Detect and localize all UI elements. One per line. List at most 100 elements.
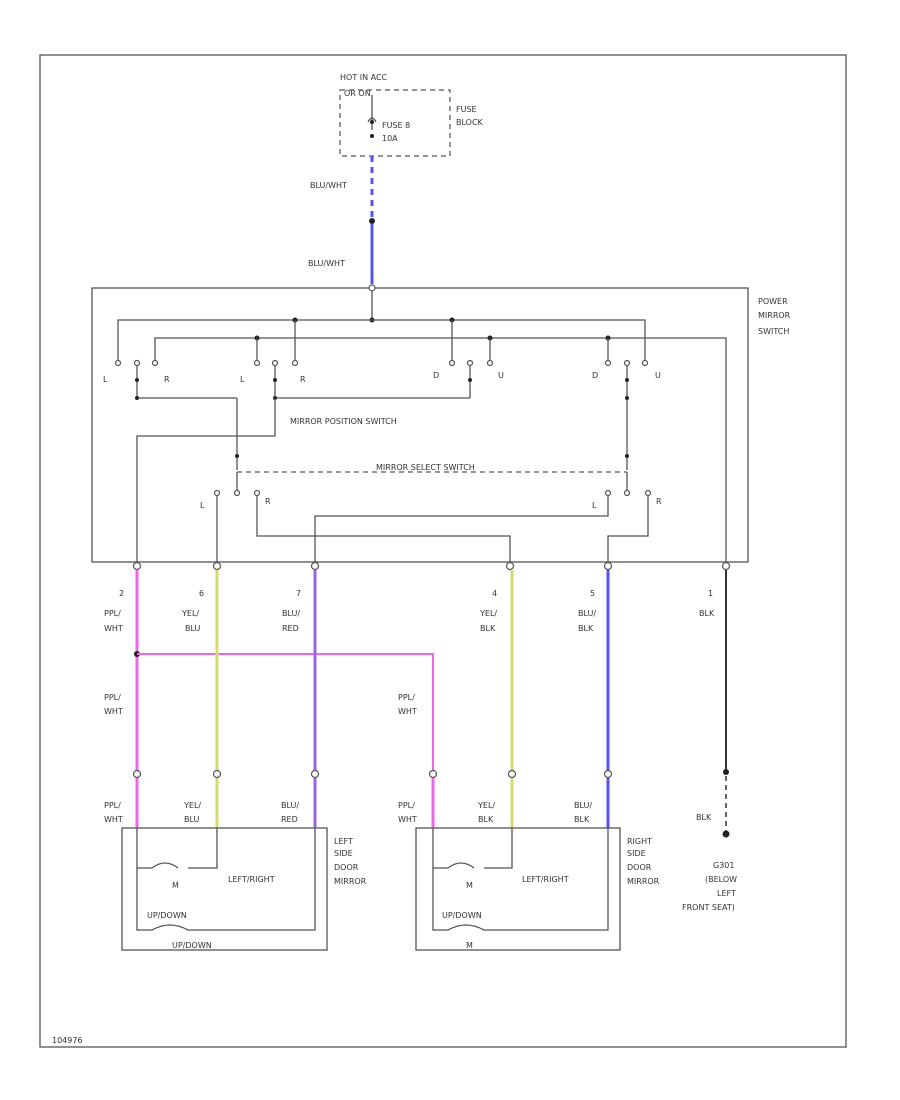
right-lr-motor [447, 862, 475, 869]
contact-label-d1: D [433, 371, 439, 380]
feed-wire: BLU/WHT BLU/WHT [308, 156, 375, 284]
svg-text:M: M [172, 881, 179, 890]
svg-text:BLK: BLK [574, 815, 590, 824]
svg-text:BLK: BLK [480, 624, 496, 633]
position-switch-bus [117, 319, 646, 360]
contact-label-l2: L [240, 375, 245, 384]
ground-wire-label: BLK [696, 813, 712, 822]
right-mirror: M LEFT/RIGHT M UP/DOWN RIGHT SIDE DOOR M… [415, 827, 660, 951]
contact-label-d2: D [592, 371, 598, 380]
svg-text:YEL/: YEL/ [181, 609, 199, 618]
svg-text:UP/DOWN: UP/DOWN [172, 941, 212, 950]
select-contacts-left: L R [200, 472, 271, 510]
switch-feed-terminal [368, 284, 376, 292]
select-label-l2: L [592, 501, 597, 510]
svg-text:G301: G301 [713, 861, 734, 870]
svg-text:PPL/: PPL/ [104, 801, 121, 810]
pin-6: 6 [199, 589, 204, 598]
svg-text:YEL/: YEL/ [183, 801, 201, 810]
left-lr-motor [151, 862, 179, 869]
position-contacts-2: L R [240, 359, 306, 398]
right-mirror-outline [415, 827, 621, 951]
svg-text:WHT: WHT [398, 815, 417, 824]
svg-text:BLU: BLU [185, 624, 201, 633]
svg-text:BLU/: BLU/ [281, 801, 299, 810]
switch-pins: 2 6 7 4 5 1 [119, 561, 731, 598]
left-lr-label: LEFT/RIGHT [228, 875, 275, 884]
svg-text:PPL/: PPL/ [398, 801, 415, 810]
left-mirror: M LEFT/RIGHT UP/DOWN UP/DOWN LEFT SIDE D… [121, 827, 367, 951]
left-ud-motor [151, 924, 189, 931]
fuse-block-outline [339, 89, 451, 157]
svg-text:RIGHT: RIGHT [627, 837, 652, 846]
svg-text:M: M [466, 881, 473, 890]
wire-ppl-wht-splice [137, 653, 434, 770]
svg-text:BLK: BLK [578, 624, 594, 633]
select-label-r1: R [265, 497, 271, 506]
position-contacts-4: D U [592, 359, 661, 398]
position-contacts-3: D U [433, 359, 504, 398]
pin-1: 1 [708, 589, 713, 598]
switch-outline [91, 287, 749, 563]
svg-text:BLK: BLK [478, 815, 494, 824]
pin-2: 2 [119, 589, 124, 598]
left-ud-label: UP/DOWN [147, 911, 187, 920]
svg-text:BLK: BLK [699, 609, 715, 618]
svg-text:WHT: WHT [104, 624, 123, 633]
pin-7: 7 [296, 589, 301, 598]
svg-text:BLU/: BLU/ [282, 609, 300, 618]
switch-title-3: SWITCH [758, 327, 789, 336]
position-contacts-1: L R [103, 359, 170, 398]
svg-text:BLU/: BLU/ [578, 609, 596, 618]
switch-title-2: MIRROR [758, 311, 791, 320]
select-contacts-right: L R [592, 472, 662, 510]
fuse-block-label-1: FUSE [456, 105, 477, 114]
harness-wires [134, 570, 730, 838]
svg-text:BLU/: BLU/ [574, 801, 592, 810]
ground-bus [154, 337, 727, 562]
svg-text:SIDE: SIDE [627, 849, 646, 858]
ground-location: G301 (BELOW LEFT FRONT SEAT) [682, 861, 737, 912]
feed-wire-label-upper: BLU/WHT [310, 181, 347, 190]
svg-text:SIDE: SIDE [334, 849, 353, 858]
position-switch-label: MIRROR POSITION SWITCH [290, 417, 397, 426]
wire-labels-bottom: PPL/ WHT YEL/ BLU BLU/ RED PPL/ WHT YEL/… [104, 801, 712, 824]
svg-text:LEFT: LEFT [334, 837, 353, 846]
feed-wire-label-lower: BLU/WHT [308, 259, 345, 268]
svg-text:PPL/: PPL/ [398, 693, 415, 702]
fuse-rating: 10A [382, 134, 398, 143]
svg-text:PPL/: PPL/ [104, 609, 121, 618]
svg-text:LEFT: LEFT [717, 889, 736, 898]
svg-text:WHT: WHT [398, 707, 417, 716]
svg-text:YEL/: YEL/ [479, 609, 497, 618]
svg-text:MIRROR: MIRROR [334, 877, 367, 886]
svg-text:RED: RED [281, 815, 298, 824]
svg-text:YEL/: YEL/ [477, 801, 495, 810]
switch-title-1: POWER [758, 297, 788, 306]
pin-5: 5 [590, 589, 595, 598]
left-mirror-outline [121, 827, 328, 951]
ground-point [722, 830, 730, 838]
contact-label-l1: L [103, 375, 108, 384]
diagram-code: 104976 [52, 1036, 83, 1045]
select-label-r2: R [656, 497, 662, 506]
contact-label-r1: R [164, 375, 170, 384]
diagram-frame [39, 54, 847, 1048]
fuse-block-label-2: BLOCK [456, 118, 484, 127]
pin-4: 4 [492, 589, 497, 598]
power-mirror-switch: POWER MIRROR SWITCH L R [91, 284, 791, 563]
svg-text:(BELOW: (BELOW [705, 875, 737, 884]
svg-text:DOOR: DOOR [334, 863, 359, 872]
right-ud-motor [447, 924, 485, 931]
svg-text:WHT: WHT [104, 815, 123, 824]
wire-labels-top: PPL/ WHT YEL/ BLU BLU/ RED YEL/ BLK BLU/… [104, 609, 715, 633]
svg-text:DOOR: DOOR [627, 863, 652, 872]
svg-text:MIRROR: MIRROR [627, 877, 660, 886]
svg-text:BLU: BLU [184, 815, 200, 824]
select-switch-label: MIRROR SELECT SWITCH [376, 463, 475, 472]
right-ud-label: UP/DOWN [442, 911, 482, 920]
svg-text:M: M [466, 941, 473, 950]
svg-text:WHT: WHT [104, 707, 123, 716]
contact-label-u1: U [498, 371, 504, 380]
